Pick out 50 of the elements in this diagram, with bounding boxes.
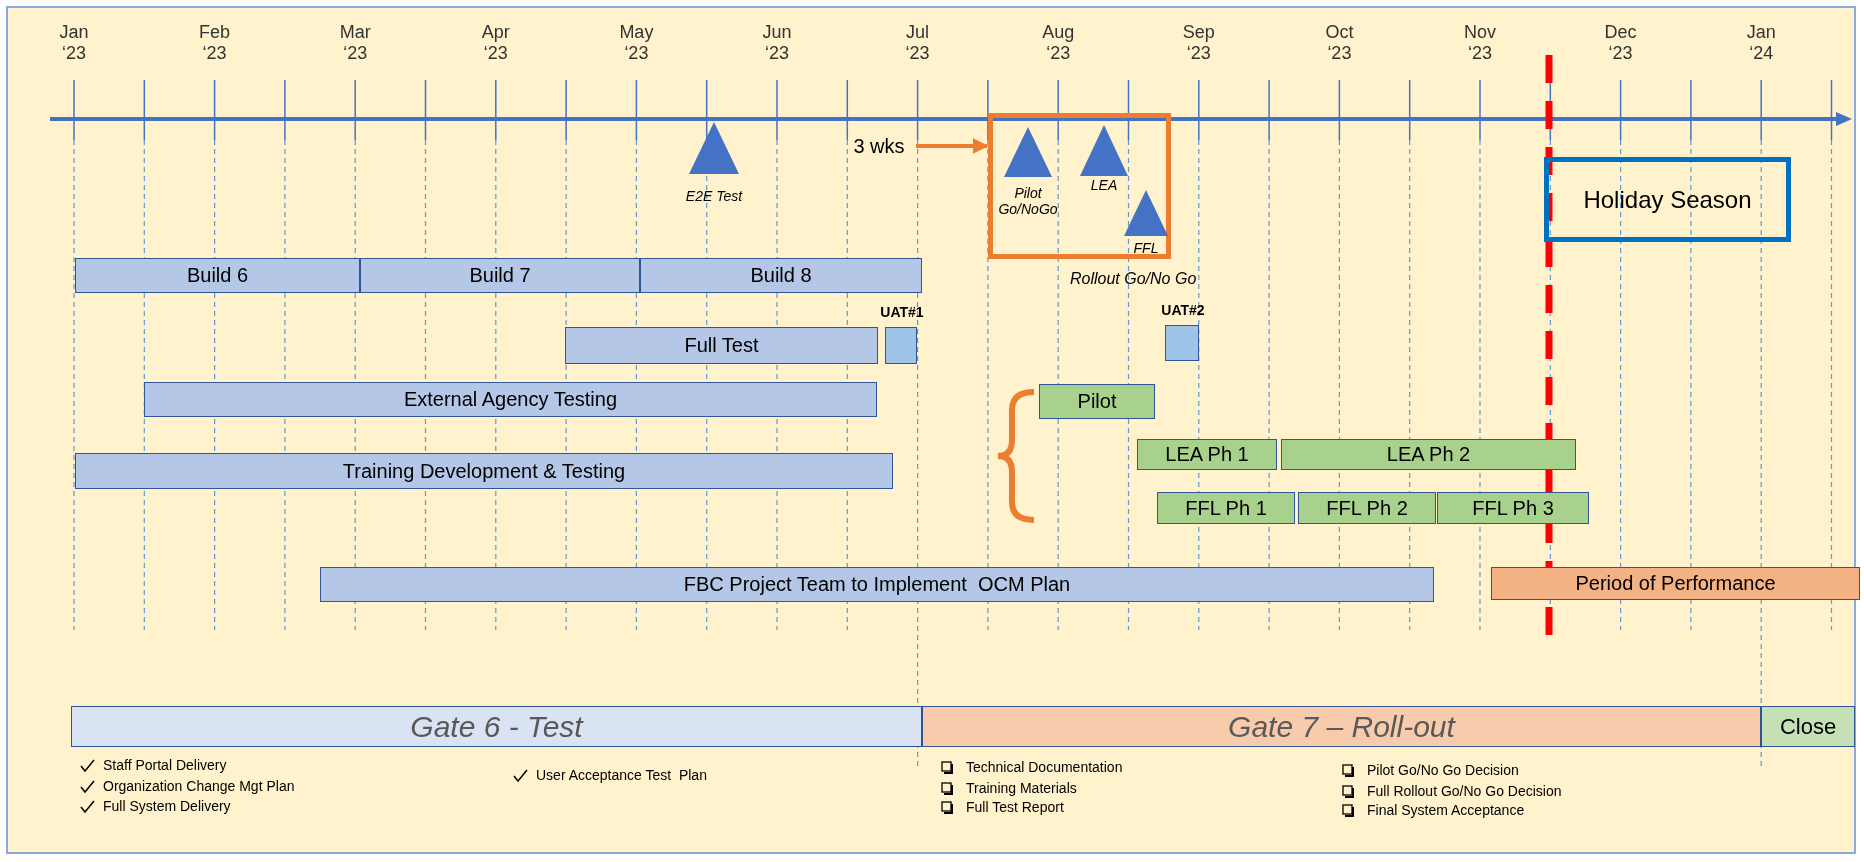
rollout-bar: Pilot [1039,384,1155,419]
milestone-label: FFL [1132,240,1160,256]
milestone-label: E2E Test [684,188,744,204]
rollout-bar: LEA Ph 1 [1137,439,1277,470]
deliverable-item: Full System Delivery [103,798,231,814]
task-bar: Build 7 [360,258,640,293]
milestone-label: UAT#2 [1160,302,1206,318]
task-bar: Build 6 [75,258,360,293]
month-label: Jan ‘23 [58,22,90,64]
task-bar: Full Test [565,327,878,364]
month-label: Apr ‘23 [480,22,511,64]
deliverable-item: Organization Change Mgt Plan [103,778,295,794]
duration-text: 3 wks [846,133,912,159]
month-label: May ‘23 [618,22,655,64]
rollout-bar: FFL Ph 1 [1157,492,1295,524]
gate-bar: Gate 6 - Test [71,706,922,747]
month-label: Jan ‘24 [1745,22,1777,64]
task-bar: Training Development & Testing [75,453,893,489]
rollout-bar: FFL Ph 3 [1437,492,1589,524]
task-bar: FBC Project Team to Implement OCM Plan [320,567,1434,602]
rollout-bar: LEA Ph 2 [1281,439,1576,470]
deliverable-item: Final System Acceptance [1367,802,1525,818]
milestone-label: UAT#1 [879,304,925,320]
milestone-label: Rollout Go/No Go [1070,270,1197,288]
month-label: Jun ‘23 [761,22,793,64]
month-label: Nov ‘23 [1463,22,1497,64]
milestone-label: Pilot Go/NoGo [997,185,1059,217]
arrow [916,138,989,154]
month-label: Aug ‘23 [1041,22,1076,64]
gate-bar: Gate 7 – Roll-out [922,706,1761,747]
milestone-label: LEA [1089,177,1119,193]
deliverable-item: Full Test Report [966,799,1064,815]
highlight-frame [988,113,1171,259]
month-label: Sep ‘23 [1181,22,1216,64]
month-label: Jul ‘23 [904,22,931,64]
deliverable-item: Technical Documentation [966,759,1123,775]
deliverable-item: Training Materials [966,780,1077,796]
close-bar: Close [1761,706,1855,747]
month-label: Oct ‘23 [1324,22,1355,64]
rollout-bar: FFL Ph 2 [1298,492,1436,524]
month-label: Feb ‘23 [198,22,232,64]
task-bar: External Agency Testing [144,382,877,417]
month-label: Mar ‘23 [338,22,372,64]
deliverable-item: Full Rollout Go/No Go Decision [1367,783,1562,799]
deliverable-item: User Acceptance Test Plan [536,767,707,783]
deliverable-item: Pilot Go/No Go Decision [1367,762,1519,778]
period-bar: Period of Performance [1491,567,1860,600]
task-bar: Build 8 [640,258,922,293]
month-label: Dec ‘23 [1603,22,1638,64]
season-box: Holiday Season [1544,157,1791,242]
